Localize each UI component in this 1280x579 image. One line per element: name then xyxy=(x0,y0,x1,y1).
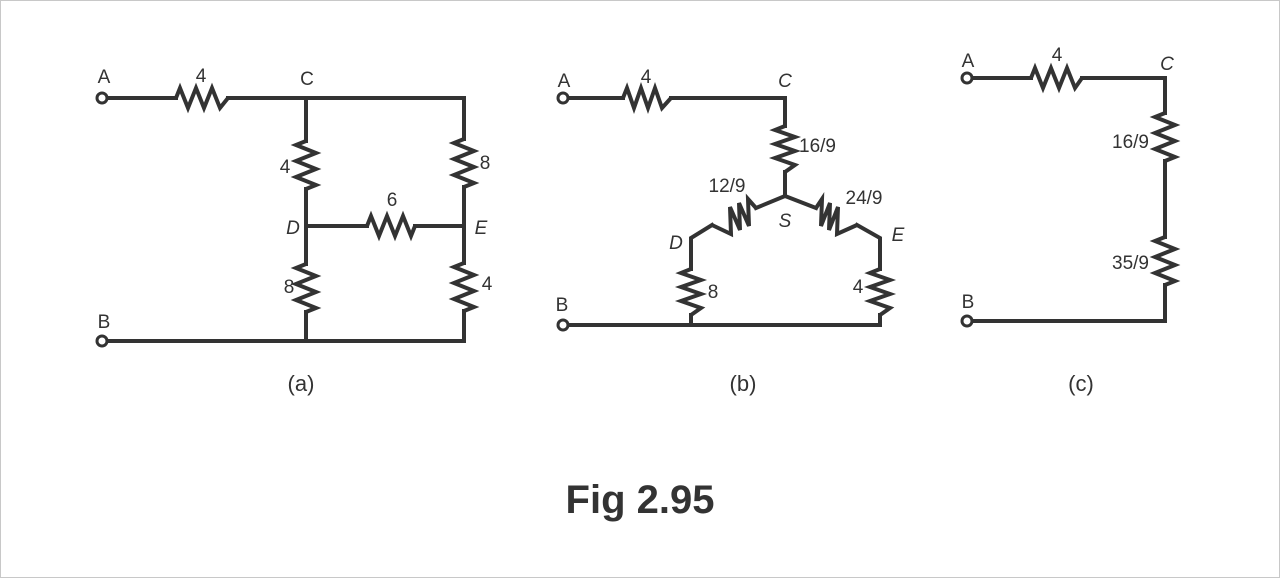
resistor-c-ac xyxy=(1029,62,1084,94)
circuit-b: A B C D E S 4 16/9 12/9 24/9 8 4 (b) xyxy=(556,67,905,396)
resistor-b-sd xyxy=(711,193,758,238)
wire-b-sd xyxy=(689,193,788,271)
node-label-a-E: E xyxy=(475,218,488,239)
resistor-label-a-ce: 8 xyxy=(480,153,491,174)
resistor-a-db xyxy=(290,262,322,314)
resistor-label-a-cd: 4 xyxy=(280,157,291,178)
resistor-b-eb xyxy=(863,267,897,317)
node-label-a-A: A xyxy=(98,67,111,88)
resistor-label-b-se: 24/9 xyxy=(846,188,883,209)
resistor-label-a-eb: 4 xyxy=(482,274,493,295)
resistor-b-db xyxy=(674,267,708,317)
resistor-b-ac xyxy=(621,81,673,115)
resistor-label-b-db: 8 xyxy=(708,282,719,303)
node-label-a-B: B xyxy=(98,312,111,333)
caption-c: (c) xyxy=(1068,371,1094,396)
node-label-b-S: S xyxy=(779,211,792,232)
resistor-c-bottom xyxy=(1149,235,1181,287)
node-label-b-D: D xyxy=(669,233,683,254)
resistor-a-ce xyxy=(448,137,480,189)
node-label-b-A: A xyxy=(558,71,571,92)
resistor-a-eb xyxy=(448,261,480,313)
caption-a: (a) xyxy=(288,371,315,396)
terminal-c-A xyxy=(960,71,974,85)
circuit-a: A B C D E 4 4 8 8 4 6 (a) xyxy=(95,66,493,396)
resistor-c-top xyxy=(1149,111,1181,163)
terminal-a-A xyxy=(95,91,109,105)
resistor-label-a-db: 8 xyxy=(284,277,295,298)
node-label-c-A: A xyxy=(962,51,975,72)
figure-title: Fig 2.95 xyxy=(566,478,715,522)
resistor-b-se xyxy=(814,192,858,238)
node-label-c-C: C xyxy=(1160,54,1174,75)
circuit-c: A B C 4 16/9 35/9 (c) xyxy=(960,45,1181,396)
resistor-a-ac xyxy=(174,82,230,114)
node-label-a-C: C xyxy=(300,69,314,90)
terminal-c-B xyxy=(960,314,974,328)
node-label-a-D: D xyxy=(286,218,300,239)
node-label-b-E: E xyxy=(892,225,905,246)
resistor-label-c-bottom: 35/9 xyxy=(1112,253,1149,274)
resistor-label-c-ac: 4 xyxy=(1052,45,1063,66)
resistor-label-a-ac: 4 xyxy=(196,66,207,87)
caption-b: (b) xyxy=(730,371,757,396)
resistor-label-c-top: 16/9 xyxy=(1112,132,1149,153)
resistor-a-cd xyxy=(290,139,322,191)
node-label-c-B: B xyxy=(962,292,975,313)
wire-b-se xyxy=(782,193,882,271)
resistor-label-a-de: 6 xyxy=(387,190,398,211)
node-label-b-C: C xyxy=(778,71,792,92)
resistor-label-b-sd: 12/9 xyxy=(709,176,746,197)
terminal-a-B xyxy=(95,334,109,348)
resistor-label-b-ac: 4 xyxy=(641,67,652,88)
resistor-label-b-eb: 4 xyxy=(853,277,864,298)
resistor-label-b-cs: 16/9 xyxy=(799,136,836,157)
resistor-a-de xyxy=(365,210,417,242)
terminal-b-B xyxy=(556,318,570,332)
node-label-b-B: B xyxy=(556,295,569,316)
resistor-b-cs xyxy=(768,124,802,174)
terminal-b-A xyxy=(556,91,570,105)
